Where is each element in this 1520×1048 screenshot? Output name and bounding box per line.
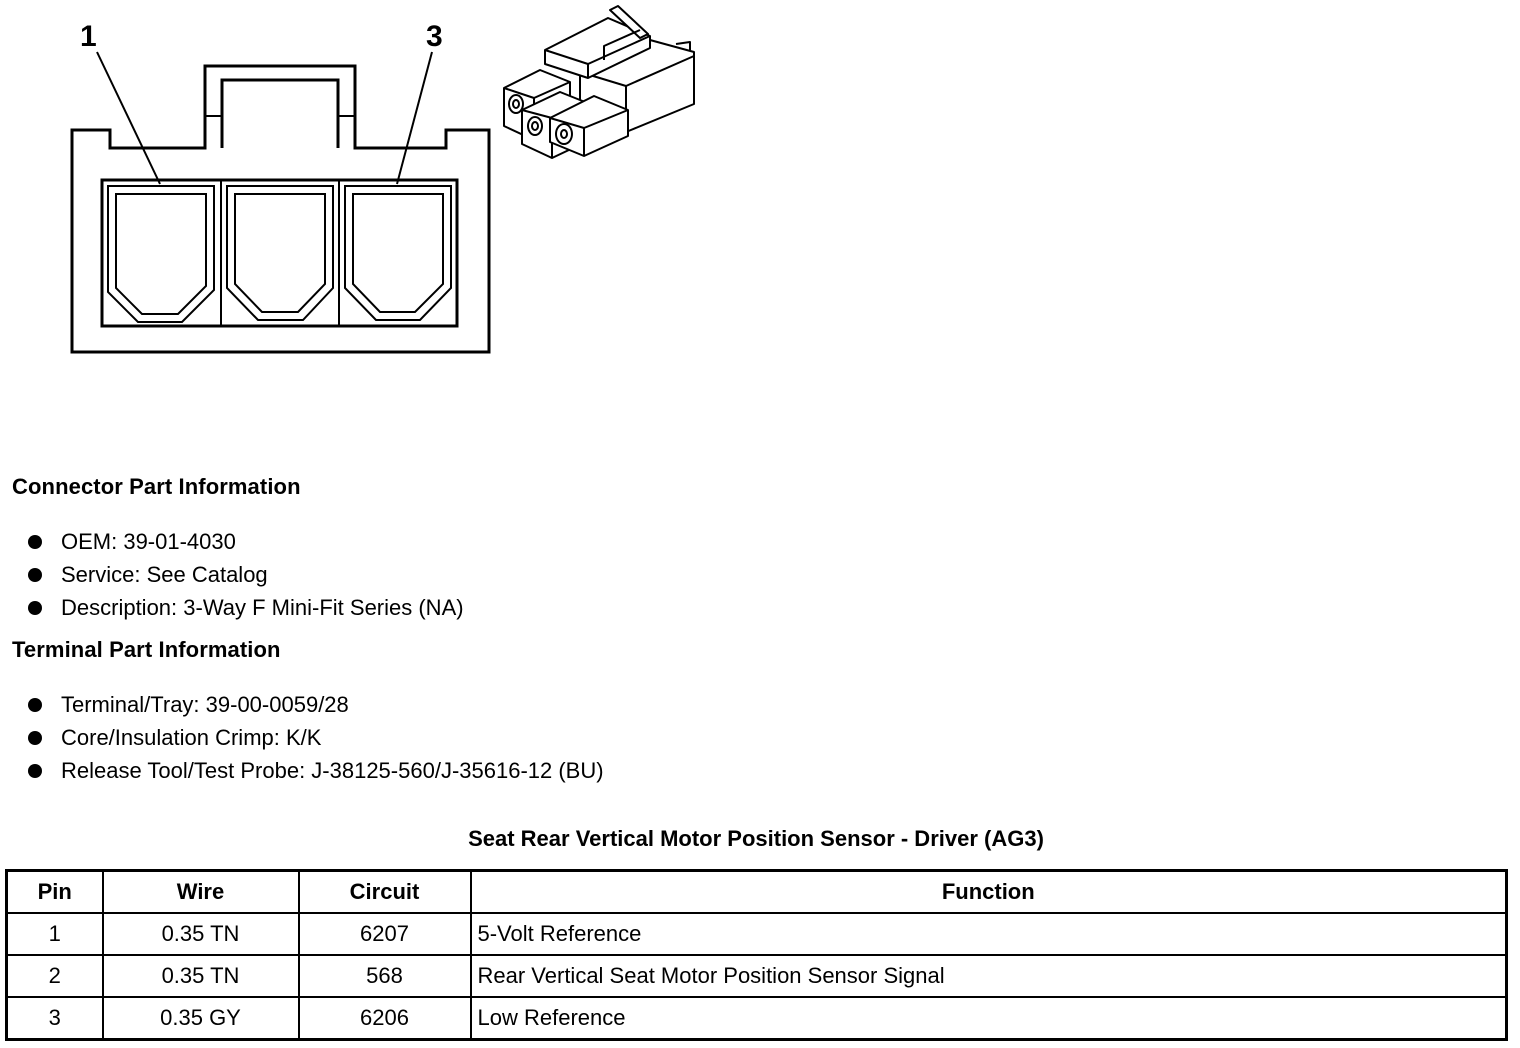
cell-function: Low Reference [469, 996, 1508, 1041]
table-row: 3 0.35 GY 6206 Low Reference [5, 996, 1508, 1041]
table-row: 2 0.35 TN 568 Rear Vertical Seat Motor P… [5, 954, 1508, 998]
terminal-info-list: Terminal/Tray: 39-00-0059/28 Core/Insula… [28, 691, 604, 790]
callout-1-leader [96, 51, 161, 185]
cell-pin: 3 [5, 996, 104, 1041]
connector-oem: OEM: 39-01-4030 [61, 529, 236, 554]
list-item: Core/Insulation Crimp: K/K [28, 724, 604, 757]
connector-description: Description: 3-Way F Mini-Fit Series (NA… [61, 595, 464, 620]
cell-pin: 2 [5, 954, 104, 998]
terminal-release-tool: Release Tool/Test Probe: J-38125-560/J-3… [61, 758, 604, 783]
cell-pin: 1 [5, 912, 104, 956]
header-pin: Pin [5, 869, 104, 914]
list-item: OEM: 39-01-4030 [28, 528, 464, 561]
cell-wire: 0.35 TN [101, 954, 300, 998]
callout-1-label: 1 [80, 20, 97, 53]
bullet-icon [28, 568, 42, 582]
cell-circuit: 6206 [297, 996, 472, 1041]
list-item: Terminal/Tray: 39-00-0059/28 [28, 691, 604, 724]
bullet-icon [28, 601, 42, 615]
header-wire: Wire [101, 869, 300, 914]
terminal-crimp: Core/Insulation Crimp: K/K [61, 725, 322, 750]
cell-function: 5-Volt Reference [469, 912, 1508, 956]
connector-info-heading: Connector Part Information [12, 474, 301, 499]
list-item: Description: 3-Way F Mini-Fit Series (NA… [28, 594, 464, 627]
header-function: Function [469, 869, 1508, 914]
terminal-info-heading: Terminal Part Information [12, 637, 281, 662]
table-row: 1 0.35 TN 6207 5-Volt Reference [5, 912, 1508, 956]
bullet-icon [28, 698, 42, 712]
list-item: Release Tool/Test Probe: J-38125-560/J-3… [28, 757, 604, 790]
pin-table: Pin Wire Circuit Function 1 0.35 TN 6207… [5, 869, 1508, 1041]
cell-circuit: 568 [297, 954, 472, 998]
terminal-tray: Terminal/Tray: 39-00-0059/28 [61, 692, 349, 717]
bullet-icon [28, 764, 42, 778]
connector-service: Service: See Catalog [61, 562, 268, 587]
cell-function: Rear Vertical Seat Motor Position Sensor… [469, 954, 1508, 998]
bullet-icon [28, 731, 42, 745]
table-header-row: Pin Wire Circuit Function [5, 869, 1508, 914]
connector-diagram: 1 3 [0, 0, 720, 380]
list-item: Service: See Catalog [28, 561, 464, 594]
connector-info-list: OEM: 39-01-4030 Service: See Catalog Des… [28, 528, 464, 627]
connector-isometric [503, 5, 695, 159]
connector-face [70, 64, 491, 354]
header-circuit: Circuit [297, 869, 472, 914]
cell-circuit: 6207 [297, 912, 472, 956]
callout-3-leader [396, 51, 433, 185]
cell-wire: 0.35 TN [101, 912, 300, 956]
bullet-icon [28, 535, 42, 549]
callout-3-label: 3 [426, 20, 443, 53]
cell-wire: 0.35 GY [101, 996, 300, 1041]
pin-table-title: Seat Rear Vertical Motor Position Sensor… [468, 826, 1044, 851]
